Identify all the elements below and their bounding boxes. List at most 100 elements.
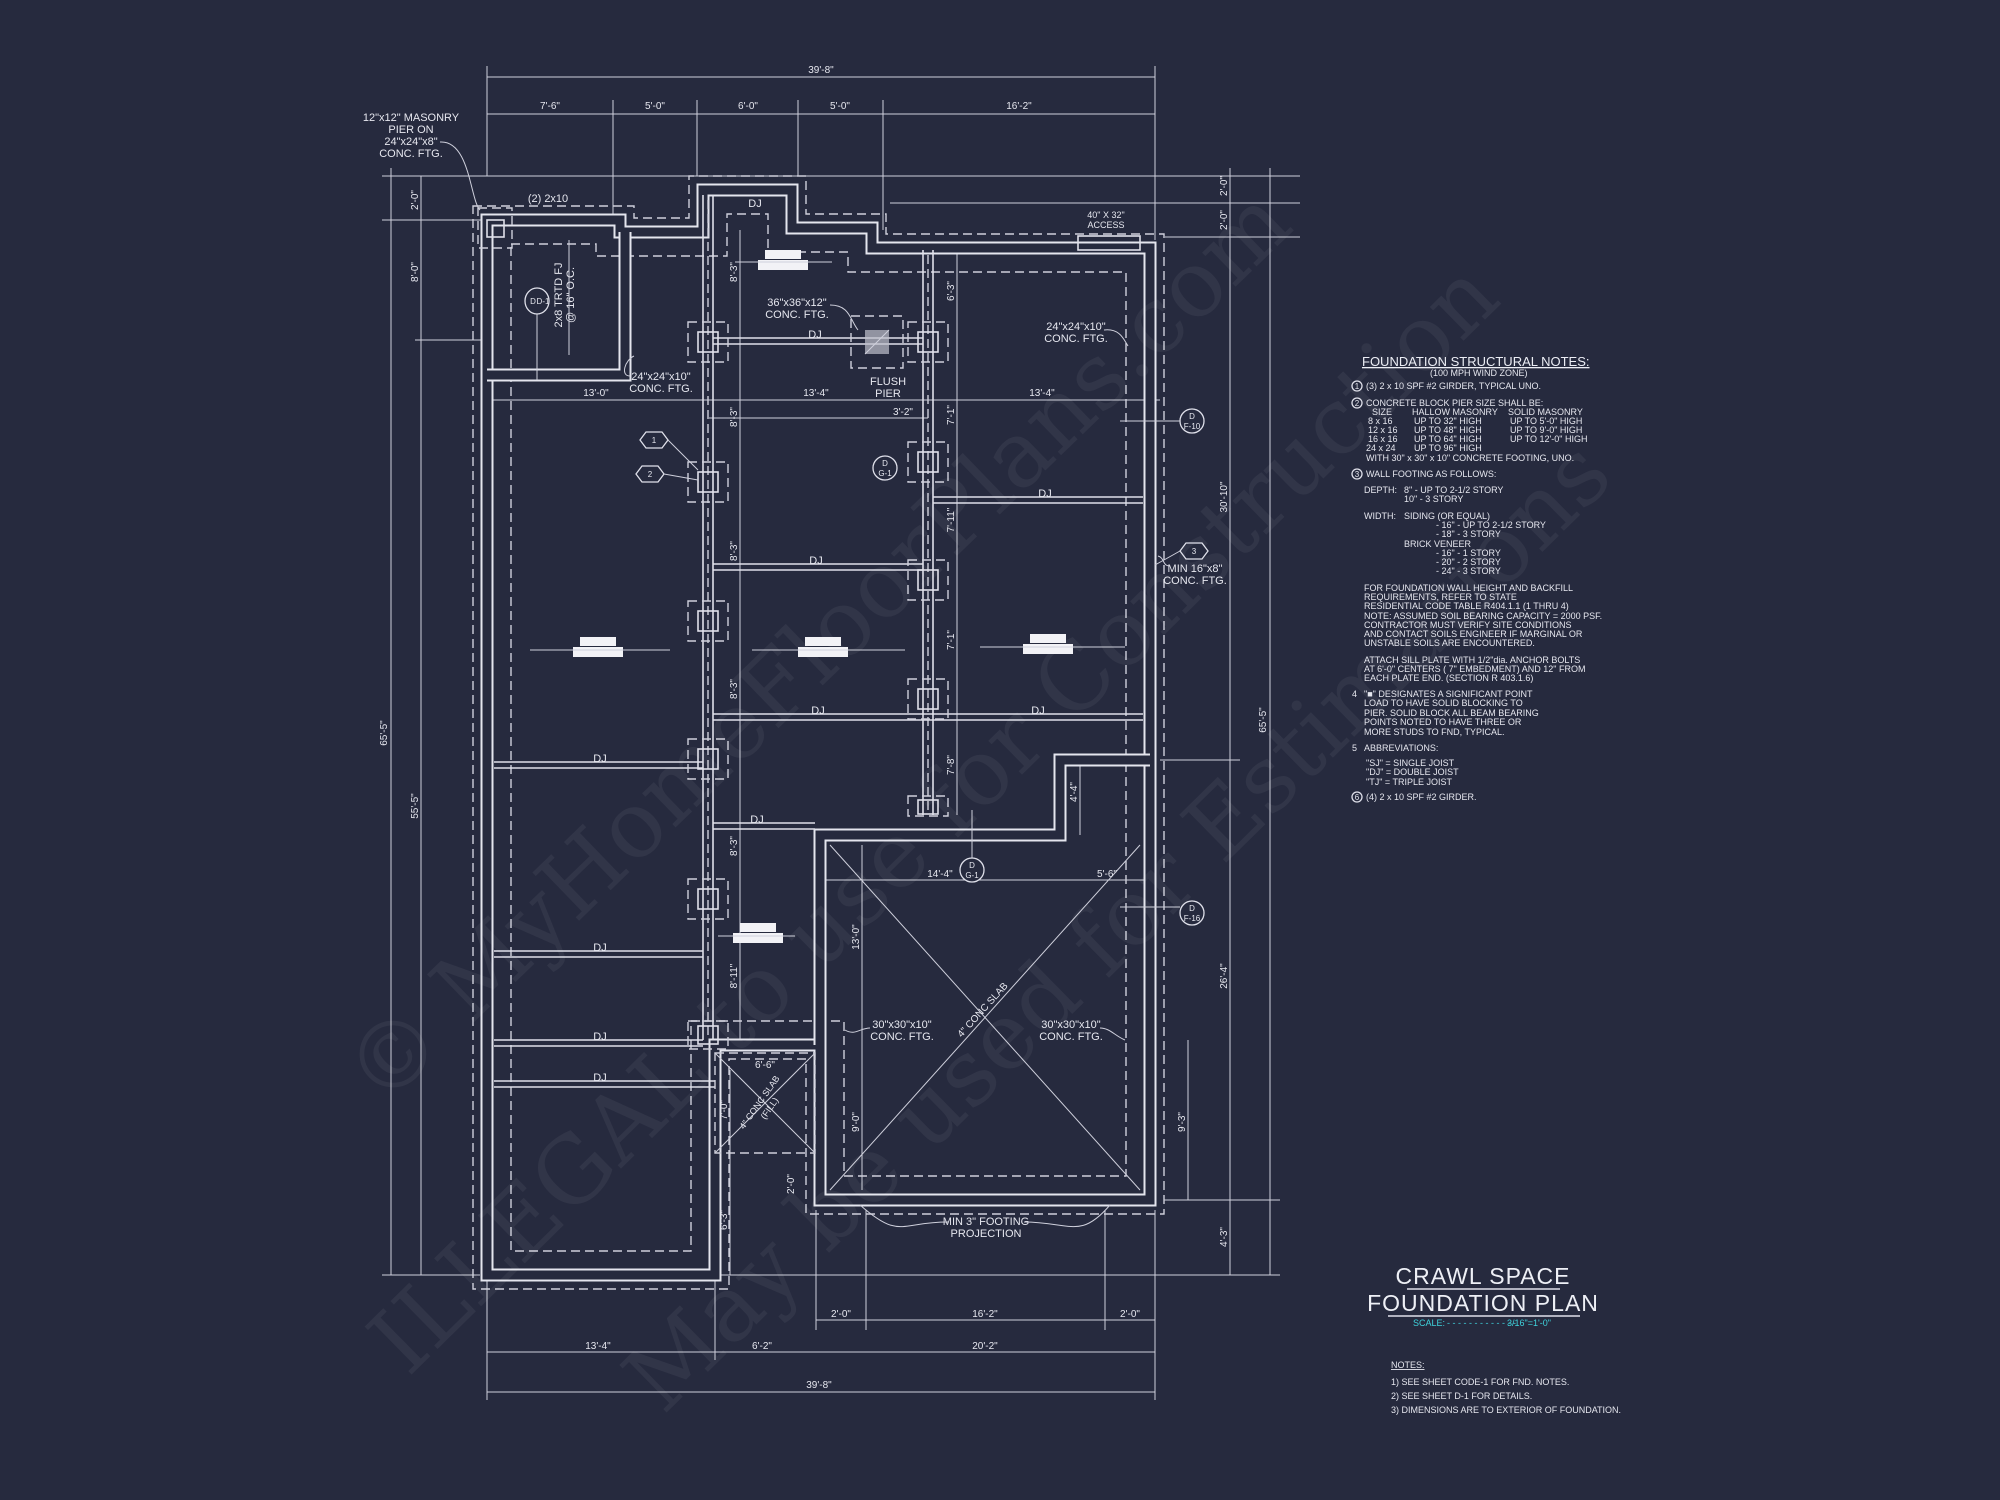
table-cell: 24 x 24	[1366, 443, 1396, 453]
dim-label: 6'-3"	[719, 1210, 730, 1230]
note-number: 6	[1355, 793, 1360, 802]
note-line: - 24" - 3 STORY	[1436, 566, 1501, 576]
table-cell: UP TO 9'-0" HIGH	[1510, 425, 1582, 435]
callout-text: PROJECTION	[951, 1228, 1022, 1240]
dim-label: 4'-4"	[1069, 782, 1080, 802]
dj-label: DJ	[1038, 488, 1051, 500]
dim-label: 8'-3"	[729, 679, 740, 699]
callout-text: CONC. FTG.	[1039, 1031, 1103, 1043]
dj-label: DJ	[593, 942, 606, 954]
pier	[687, 1020, 729, 1050]
note-line: AT 6'-0" CENTERS ( 7" EMBEDMENT) AND 12"…	[1364, 664, 1586, 674]
inner-footing-outline	[510, 213, 1127, 1252]
note-line: POINTS NOTED TO HAVE THREE OR	[1364, 717, 1522, 727]
pier	[907, 321, 949, 363]
note-line: AND CONTACT SOILS ENGINEER IF MARGINAL O…	[1364, 629, 1583, 639]
table-cell: UP TO 32" HIGH	[1414, 416, 1482, 426]
callout-text: CONC. FTG.	[1044, 333, 1108, 345]
dj-label: DJ	[811, 705, 824, 717]
dim-left-overall: 65'-5"	[379, 720, 390, 746]
note-line: WITH 30" x 30" x 10" CONCRETE FOOTING, U…	[1366, 453, 1574, 463]
note-line: 10" - 3 STORY	[1404, 494, 1463, 504]
keynote-marker: 3	[1154, 542, 1209, 566]
note-line: DEPTH:	[1364, 485, 1397, 495]
note-line: WALL FOOTING AS FOLLOWS:	[1366, 469, 1496, 479]
dim-label: 7'-11"	[946, 507, 957, 532]
dim-label: 8'-3"	[729, 407, 740, 427]
svg-text:F-10: F-10	[1184, 422, 1201, 431]
pier	[687, 461, 729, 503]
structural-notes-heading: FOUNDATION STRUCTURAL NOTES:	[1362, 354, 1590, 369]
title-line-2: FOUNDATION PLAN	[1367, 1290, 1599, 1316]
note-number: 2	[1355, 399, 1360, 408]
svg-text:F-16: F-16	[1184, 914, 1201, 923]
note-line: REQUIREMENTS, REFER TO STATE	[1364, 592, 1517, 602]
dim-label: 6'-2"	[752, 1341, 772, 1352]
svg-text:D: D	[530, 297, 536, 306]
note-line: UNSTABLE SOILS ARE ENCOUNTERED.	[1364, 638, 1535, 648]
svg-text:D: D	[882, 459, 888, 468]
detail-markers: D D-1 D F-10 D G-1 D G-1 D F-16 1	[524, 287, 1209, 926]
dim-label: 2'-0"	[1219, 176, 1230, 196]
table-cell: 8 x 16	[1368, 416, 1393, 426]
svg-text:G-1: G-1	[965, 871, 979, 880]
sheet-note: 2) SEE SHEET D-1 FOR DETAILS.	[1391, 1391, 1532, 1401]
note-line: - 16" - UP TO 2-1/2 STORY	[1436, 520, 1546, 530]
dj-label: DJ	[1031, 705, 1044, 717]
callout-text: 24"x24"x8"	[384, 136, 437, 148]
note-line: NOTE: ASSUMED SOIL BEARING CAPACITY = 20…	[1364, 611, 1602, 621]
callout-text: 24"x24"x10"	[1046, 321, 1106, 333]
callout-text: 12"x12" MASONRY	[363, 112, 460, 124]
note-line: FOR FOUNDATION WALL HEIGHT AND BACKFILL	[1364, 583, 1573, 593]
dim-label: 2'-0"	[786, 1174, 797, 1194]
note-number: 1	[1355, 382, 1360, 391]
note-line: EACH PLATE END. (SECTION R 403.1.6)	[1364, 673, 1533, 683]
detail-marker[interactable]: D F-16	[1120, 900, 1205, 926]
note-line: MORE STUDS TO FND, TYPICAL.	[1364, 727, 1505, 737]
callout-text: 40" X 32"	[1087, 210, 1124, 220]
note-line: LOAD TO HAVE SOLID BLOCKING TO	[1364, 698, 1523, 708]
note-line: "■" DESIGNATES A SIGNIFICANT POINT	[1364, 689, 1533, 699]
callout-text: PIER	[875, 388, 901, 400]
dj-label: DJ	[593, 1031, 606, 1043]
dim-label: 8'-0"	[410, 262, 421, 282]
dim-label: 13'-4"	[1029, 388, 1055, 399]
callout-text: 30"x30"x10"	[1041, 1019, 1101, 1031]
drawing-title: CRAWL SPACE FOUNDATION PLAN SCALE: - - -…	[1367, 1263, 1599, 1328]
scale-leader: - - - - - - - - - - - - -	[1447, 1318, 1516, 1328]
dj-label: DJ	[809, 555, 822, 567]
note-line: ABBREVIATIONS:	[1364, 743, 1438, 753]
callout-text: CONC. FTG.	[379, 148, 443, 160]
callouts: 12"x12" MASONRY PIER ON 24"x24"x8" CONC.…	[363, 112, 1227, 1240]
dim-label: 7'-1"	[946, 405, 957, 425]
dim-right-overall: 65'-5"	[1258, 707, 1269, 733]
keynote-marker: 2	[635, 465, 699, 483]
detail-marker[interactable]: D D-1	[524, 287, 550, 380]
table-header: SOLID MASONRY	[1508, 407, 1583, 417]
dim-label: 13'-4"	[803, 388, 829, 399]
detail-marker[interactable]: D G-1	[872, 455, 898, 481]
note-line: (4) 2 x 10 SPF #2 GIRDER.	[1366, 792, 1477, 802]
dim-label: 4'-3"	[1219, 1227, 1230, 1247]
title-line-1: CRAWL SPACE	[1395, 1263, 1570, 1289]
dim-label: 26'-4"	[1219, 963, 1230, 989]
foundation-walls	[472, 175, 1165, 1290]
structural-notes: FOUNDATION STRUCTURAL NOTES: (100 MPH WI…	[1351, 354, 1602, 803]
pier	[907, 441, 949, 483]
table-cell: UP TO 96" HIGH	[1414, 443, 1482, 453]
dim-label: 2'-0"	[1219, 210, 1230, 230]
detail-marker[interactable]: D F-10	[1120, 408, 1205, 434]
piers	[687, 315, 949, 1050]
pier	[687, 600, 729, 642]
note-line: BRICK VENEER	[1404, 539, 1472, 549]
callout-text: CONC. FTG.	[870, 1031, 934, 1043]
callout-text: PIER ON	[388, 124, 433, 136]
detail-marker[interactable]: D G-1	[959, 810, 985, 883]
callout-text: 36"x36"x12"	[767, 297, 827, 309]
note-line: RESIDENTIAL CODE TABLE R404.1.1 (1 THRU …	[1364, 601, 1569, 611]
dim-label: 3'-2"	[893, 407, 913, 418]
dim-label: 7'-8"	[946, 755, 957, 775]
note-number: 5	[1352, 743, 1357, 753]
dj-label: DJ	[593, 1072, 606, 1084]
dim-label: 7'-1"	[946, 630, 957, 650]
